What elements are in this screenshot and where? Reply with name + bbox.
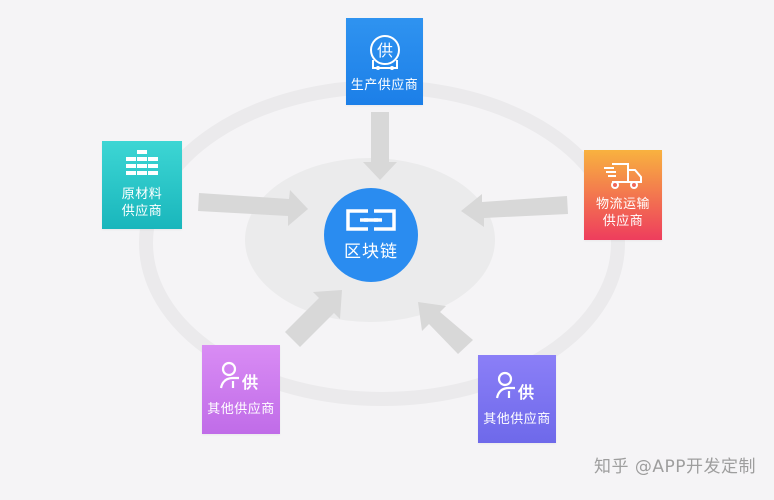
- bar-blocks-icon: [126, 150, 158, 175]
- node-other-supplier-right[interactable]: 供 其他供应商: [478, 355, 556, 443]
- blockchain-hub[interactable]: 区块链: [324, 188, 418, 282]
- chain-link-icon: [346, 208, 396, 231]
- svg-text:供: 供: [241, 373, 258, 392]
- arrow-logistics-to-hub: [461, 194, 568, 227]
- person-supply-icon: 供: [495, 371, 534, 402]
- person-supply-icon: 供: [219, 361, 258, 392]
- arrows: [198, 112, 568, 354]
- node-label: 其他供应商: [207, 402, 275, 417]
- watermark: 知乎 @APP开发定制: [593, 457, 756, 477]
- arrow-producer-to-hub: [363, 112, 397, 180]
- node-other-supplier-left[interactable]: 供 其他供应商: [202, 345, 280, 434]
- arrow-raw-to-hub: [198, 190, 308, 226]
- supply-badge-icon: 供: [369, 35, 400, 70]
- node-logistics-supplier[interactable]: 物流运输 供应商: [584, 150, 662, 240]
- arrow-other-right-to-hub: [418, 302, 473, 354]
- svg-text:供: 供: [517, 383, 534, 402]
- node-label: 其他供应商: [483, 411, 551, 427]
- delivery-truck-icon: [604, 163, 642, 189]
- hub-label: 区块链: [344, 241, 398, 262]
- node-producer-supplier[interactable]: 供 生产供应商: [346, 18, 423, 105]
- node-label: 生产供应商: [350, 78, 419, 93]
- arrow-other-left-to-hub: [285, 290, 342, 347]
- node-label: 原材料 供应商: [121, 187, 163, 219]
- svg-text:供: 供: [376, 41, 392, 60]
- node-raw-material-supplier[interactable]: 原材料 供应商: [102, 141, 182, 229]
- node-label: 物流运输 供应商: [595, 197, 650, 229]
